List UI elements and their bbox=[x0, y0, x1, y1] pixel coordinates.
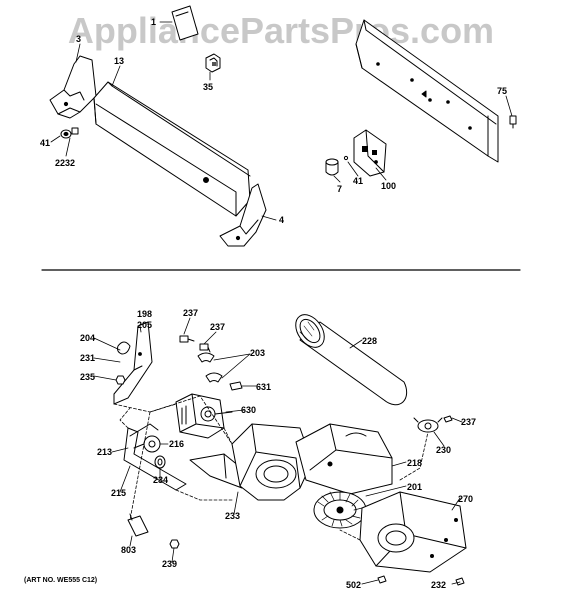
part-1-card bbox=[171, 5, 199, 41]
label-part-235: 235 bbox=[80, 372, 96, 382]
label-part-204: 204 bbox=[80, 333, 96, 343]
label-part-234: 234 bbox=[153, 475, 169, 485]
label-part-75: 75 bbox=[497, 86, 508, 96]
part-13-control-panel bbox=[93, 81, 251, 217]
label-part-237-a: 237 bbox=[183, 308, 199, 318]
label-part-205: 205 bbox=[137, 320, 153, 330]
label-part-41-a: 41 bbox=[40, 138, 51, 148]
label-part-233: 233 bbox=[225, 511, 241, 521]
part-233-blower-housing bbox=[231, 423, 313, 501]
part-232-screw bbox=[455, 577, 465, 586]
label-part-237-b: 237 bbox=[210, 322, 226, 332]
label-part-239: 239 bbox=[162, 559, 178, 569]
label-part-1: 1 bbox=[151, 17, 157, 27]
label-part-232: 232 bbox=[431, 580, 447, 590]
label-part-41-b: 41 bbox=[353, 176, 364, 186]
part-41-knob bbox=[60, 127, 79, 139]
label-part-13: 13 bbox=[114, 56, 125, 66]
part-230-thermostat bbox=[413, 415, 453, 433]
part-100-switch-block bbox=[353, 129, 387, 177]
label-part-213: 213 bbox=[97, 447, 113, 457]
part-218-duct bbox=[295, 423, 393, 495]
part-270-blower-cover bbox=[359, 491, 467, 573]
part-630-motor bbox=[175, 393, 233, 439]
label-part-630: 630 bbox=[241, 405, 257, 415]
label-part-502: 502 bbox=[346, 580, 362, 590]
label-part-35: 35 bbox=[203, 82, 214, 92]
label-part-631: 631 bbox=[256, 382, 272, 392]
watermark: AppliancePartsPros.com bbox=[67, 10, 495, 51]
part-803-switch bbox=[127, 513, 149, 537]
part-237-screws bbox=[179, 335, 211, 353]
part-631-part bbox=[229, 381, 243, 391]
part-198-bracket bbox=[113, 321, 153, 405]
leader-lines bbox=[50, 21, 513, 585]
label-part-2232: 2232 bbox=[55, 158, 76, 168]
label-part-231: 231 bbox=[80, 353, 96, 363]
art-number: (ART NO. WE555 C12) bbox=[24, 577, 98, 584]
part-215-belt-assembly bbox=[123, 423, 187, 491]
label-part-3: 3 bbox=[76, 34, 82, 44]
label-part-100: 100 bbox=[381, 181, 397, 191]
part-203-clamps bbox=[197, 352, 223, 383]
part-239-screw bbox=[169, 539, 180, 549]
part-234-pulley bbox=[154, 455, 166, 469]
label-part-198: 198 bbox=[137, 309, 153, 319]
part-35-clip bbox=[205, 53, 221, 73]
label-part-230: 230 bbox=[436, 445, 452, 455]
label-part-218: 218 bbox=[407, 458, 423, 468]
part-201-blower-wheel bbox=[313, 491, 367, 529]
part-204-clip bbox=[117, 341, 131, 355]
assembly-lines bbox=[113, 395, 429, 541]
label-part-203: 203 bbox=[250, 348, 266, 358]
part-4-end-cap bbox=[219, 183, 267, 247]
label-part-237-c: 237 bbox=[461, 417, 477, 427]
part-7-knob bbox=[325, 155, 349, 176]
label-part-7: 7 bbox=[337, 184, 343, 194]
label-part-216: 216 bbox=[169, 439, 185, 449]
part-502-screw bbox=[377, 575, 387, 584]
label-part-215: 215 bbox=[111, 488, 127, 498]
label-part-228: 228 bbox=[362, 336, 378, 346]
part-75-rear-panel bbox=[355, 19, 517, 163]
part-235-screw bbox=[115, 375, 126, 385]
label-part-4: 4 bbox=[279, 215, 285, 225]
part-228-duct bbox=[295, 314, 408, 406]
part-3-end-cap bbox=[49, 55, 97, 119]
label-part-803: 803 bbox=[121, 545, 137, 555]
label-part-201: 201 bbox=[407, 482, 423, 492]
label-part-270: 270 bbox=[458, 494, 474, 504]
